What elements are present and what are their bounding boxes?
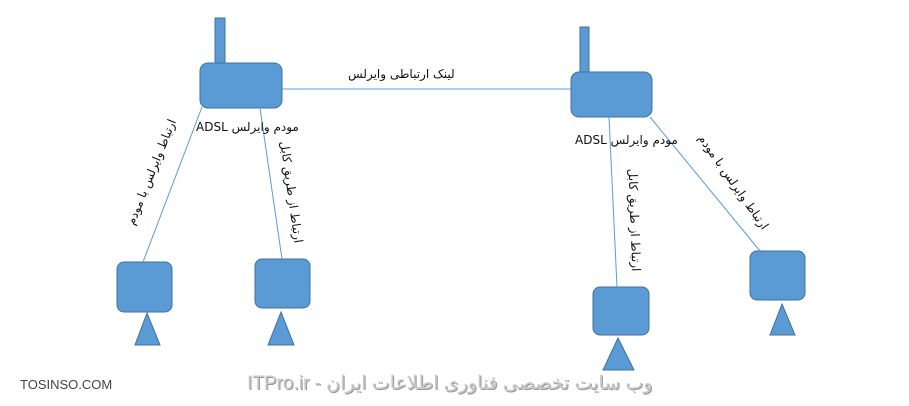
client-antenna-3: [602, 336, 635, 371]
client-device-1: [116, 261, 173, 313]
client-device-4: [749, 250, 806, 301]
left-wireless-line: [142, 106, 203, 263]
left-modem-label: مودم وایرلس ADSL: [196, 120, 299, 134]
client-antenna-1: [134, 311, 161, 346]
client-device-3: [592, 286, 650, 336]
client-antenna-2: [267, 310, 295, 346]
wireless-link-label: لینک ارتباطی وایرلس: [348, 67, 455, 81]
left-modem: [199, 62, 283, 109]
watermark-center: ITPro.ir - وب سایت تخصصی فناوری اطلاعات …: [247, 373, 653, 394]
client-antenna-4: [769, 302, 796, 336]
right-modem-label: مودم وایرلس ADSL: [575, 133, 678, 147]
left-modem-antenna: [214, 17, 226, 65]
right-cable-line: [608, 116, 618, 288]
right-wireless-line: [649, 116, 761, 252]
right-modem-antenna: [579, 26, 590, 74]
left-cable-line: [259, 107, 283, 260]
right-modem: [570, 71, 653, 118]
watermark-left: TOSINSO.COM: [20, 377, 113, 392]
client-device-2: [254, 258, 311, 309]
